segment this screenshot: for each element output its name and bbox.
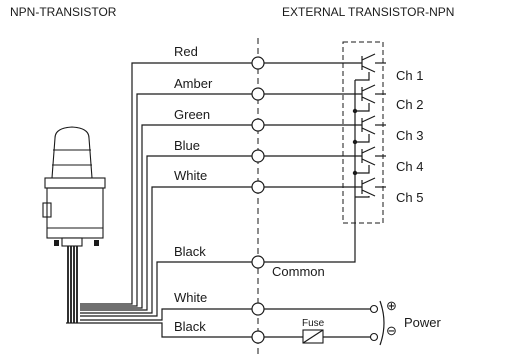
terminal-amber <box>251 87 265 101</box>
wire-label-green: Green <box>174 107 210 122</box>
transistor-ch3-icon <box>361 115 386 135</box>
wire-label-white: White <box>174 168 207 183</box>
transistor-icons <box>361 53 386 197</box>
channel-label-4: Ch 4 <box>396 159 423 174</box>
power-plus-icon: ⊕ <box>386 298 397 313</box>
output-wires <box>258 62 371 338</box>
cable-bundle <box>66 246 80 324</box>
terminal-white <box>251 180 265 194</box>
wire-label-white-power: White <box>174 290 207 305</box>
transistor-ch1-icon <box>361 53 386 73</box>
channel-label-2: Ch 2 <box>396 97 423 112</box>
common-label: Common <box>272 264 325 279</box>
terminal-blue <box>251 149 265 163</box>
emitter-rail <box>352 72 370 198</box>
external-transistor-box <box>342 41 384 224</box>
wire-label-amber: Amber <box>174 76 213 91</box>
fuse-label: Fuse <box>302 318 325 329</box>
transistor-ch5-icon <box>361 177 386 197</box>
transistor-ch2-icon <box>361 84 386 104</box>
power-terminals <box>369 300 385 346</box>
header-left: NPN-TRANSISTOR <box>10 5 117 19</box>
wire-label-red: Red <box>174 44 198 59</box>
fuse-icon <box>302 329 324 344</box>
terminal-green <box>251 118 265 132</box>
channel-label-3: Ch 3 <box>396 128 423 143</box>
wire-label-black: Black <box>174 244 206 259</box>
channel-label-1: Ch 1 <box>396 68 423 83</box>
terminal-circles <box>251 56 265 344</box>
header-right: EXTERNAL TRANSISTOR-NPN <box>282 5 454 19</box>
power-minus-icon: ⊖ <box>386 323 397 338</box>
terminal-black <box>251 255 265 269</box>
terminal-red <box>251 56 265 70</box>
power-label: Power <box>404 315 442 330</box>
channel-label-5: Ch 5 <box>396 190 423 205</box>
transistor-ch4-icon <box>361 146 386 166</box>
signal-tower-icon <box>42 126 106 247</box>
wire-lines <box>80 62 258 338</box>
terminal-white-power <box>251 302 265 316</box>
wire-label-blue: Blue <box>174 138 200 153</box>
terminal-black-power <box>251 330 265 344</box>
wire-label-black-power: Black <box>174 319 206 334</box>
